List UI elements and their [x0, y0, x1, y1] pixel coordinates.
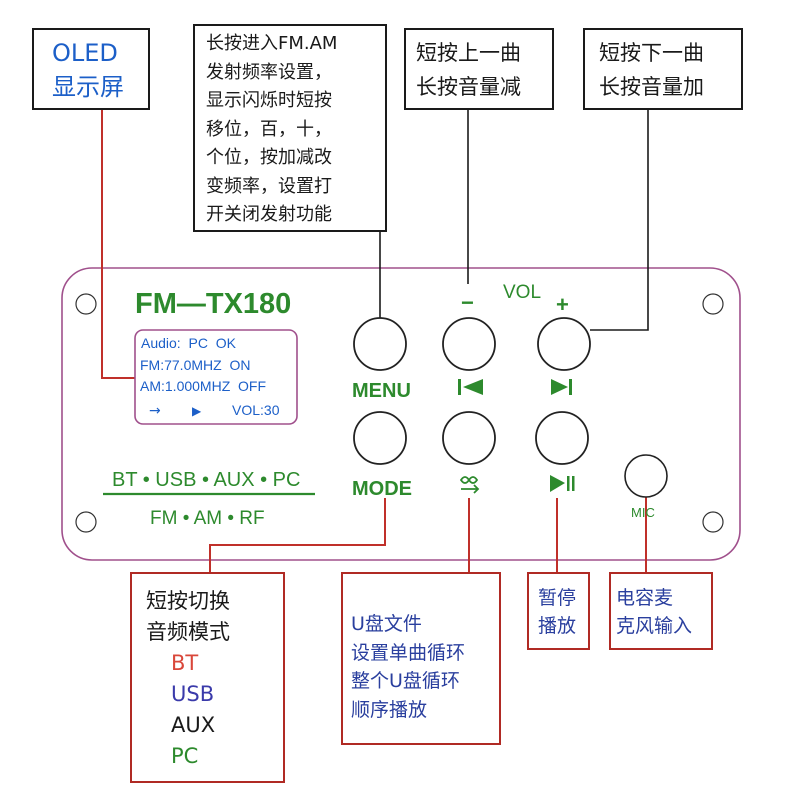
- callout-prev-line-1: 短按上一曲: [416, 41, 521, 65]
- callout-prev-line-2: 长按音量减: [416, 75, 521, 99]
- callout-mic: 电容麦 克风输入: [609, 572, 713, 650]
- mount-hole-br: [702, 511, 724, 533]
- mode-button[interactable]: [353, 411, 407, 465]
- callout-menu-line-7: 开关闭发射功能: [206, 204, 332, 225]
- mode-option-aux: AUX: [171, 713, 216, 737]
- callout-repeat-line-3: 整个U盘循环: [351, 670, 460, 692]
- menu-label: MENU: [352, 380, 411, 402]
- callout-menu-line-1: 长按进入FM.AM: [206, 33, 338, 54]
- callout-repeat-line-4: 顺序播放: [351, 698, 428, 721]
- screen-line-3: AM:1.000MHZ OFF: [140, 378, 266, 394]
- callout-next-line-2: 长按音量加: [599, 75, 704, 99]
- model-name: FM—TX180: [135, 288, 291, 320]
- mount-hole-tl: [75, 293, 97, 315]
- next-button[interactable]: [537, 317, 591, 371]
- screen-arrow-icon: →: [149, 403, 161, 419]
- menu-button[interactable]: [353, 317, 407, 371]
- repeat-icon: [459, 476, 480, 494]
- callout-mic-line-1: 电容麦: [616, 587, 674, 609]
- screen-play-icon: ▶: [192, 404, 202, 418]
- previous-track-icon: [458, 379, 483, 395]
- callout-repeat: U盘文件 设置单曲循环 整个U盘循环 顺序播放: [341, 572, 501, 745]
- callout-next: 短按下一曲 长按音量加: [583, 28, 743, 110]
- mount-hole-tr: [702, 293, 724, 315]
- callout-menu-line-3: 显示闪烁时短按: [206, 90, 332, 111]
- leader-mode: [209, 498, 386, 572]
- callout-next-line-1: 短按下一曲: [599, 41, 704, 65]
- prev-button[interactable]: [442, 317, 496, 371]
- callout-pause: 暂停 播放: [527, 572, 590, 650]
- callout-pause-line-1: 暂停: [538, 587, 577, 609]
- mic-label: MIC: [631, 505, 655, 520]
- callout-prev: 短按上一曲 长按音量减: [404, 28, 554, 110]
- callout-menu-line-2: 发射频率设置，: [206, 61, 332, 83]
- callout-menu-line-4: 移位，百，十，: [206, 118, 332, 140]
- leader-next: [590, 110, 649, 331]
- vol-plus-label: +: [556, 292, 569, 317]
- callout-mode: 短按切换 音频模式 BT USB AUX PC: [130, 572, 285, 783]
- callout-mode-title-1: 短按切换: [146, 589, 230, 613]
- callout-repeat-line-1: U盘文件: [351, 613, 422, 635]
- vol-minus-label: −: [461, 290, 474, 315]
- callout-menu-line-6: 变频率，设置打: [206, 175, 332, 197]
- leader-oled: [101, 110, 140, 379]
- mode-option-bt: BT: [171, 651, 199, 675]
- callout-pause-line-2: 播放: [538, 615, 577, 637]
- mode-option-pc: PC: [171, 744, 199, 768]
- callout-oled-line-1: OLED: [52, 39, 118, 67]
- play-pause-button[interactable]: [535, 411, 589, 465]
- callout-oled: OLED 显示屏: [32, 28, 150, 110]
- sources-label: BT • USB • AUX • PC: [112, 469, 300, 491]
- callout-menu-line-5: 个位，按加减改: [206, 147, 332, 168]
- callout-mic-line-2: 克风输入: [616, 615, 693, 637]
- callout-mode-title-2: 音频模式: [146, 620, 230, 644]
- screen-line-2: FM:77.0MHZ ON: [140, 357, 250, 373]
- callout-repeat-line-2: 设置单曲循环: [351, 641, 466, 664]
- vol-label: VOL: [503, 282, 541, 303]
- callout-menu: 长按进入FM.AM 发射频率设置， 显示闪烁时短按 移位，百，十， 个位，按加减…: [193, 24, 387, 232]
- repeat-button[interactable]: [442, 411, 496, 465]
- mount-hole-bl: [75, 511, 97, 533]
- screen-volume: VOL:30: [232, 402, 280, 418]
- play-pause-icon: [550, 475, 575, 492]
- mic-input: [624, 454, 668, 498]
- screen-line-1: Audio: PC OK: [141, 335, 237, 351]
- bands-label: FM • AM • RF: [150, 508, 265, 529]
- mode-label: MODE: [352, 478, 412, 500]
- mode-option-usb: USB: [171, 682, 215, 706]
- callout-oled-line-2: 显示屏: [52, 73, 124, 101]
- oled-screen: [134, 329, 298, 425]
- next-track-icon: [551, 379, 572, 395]
